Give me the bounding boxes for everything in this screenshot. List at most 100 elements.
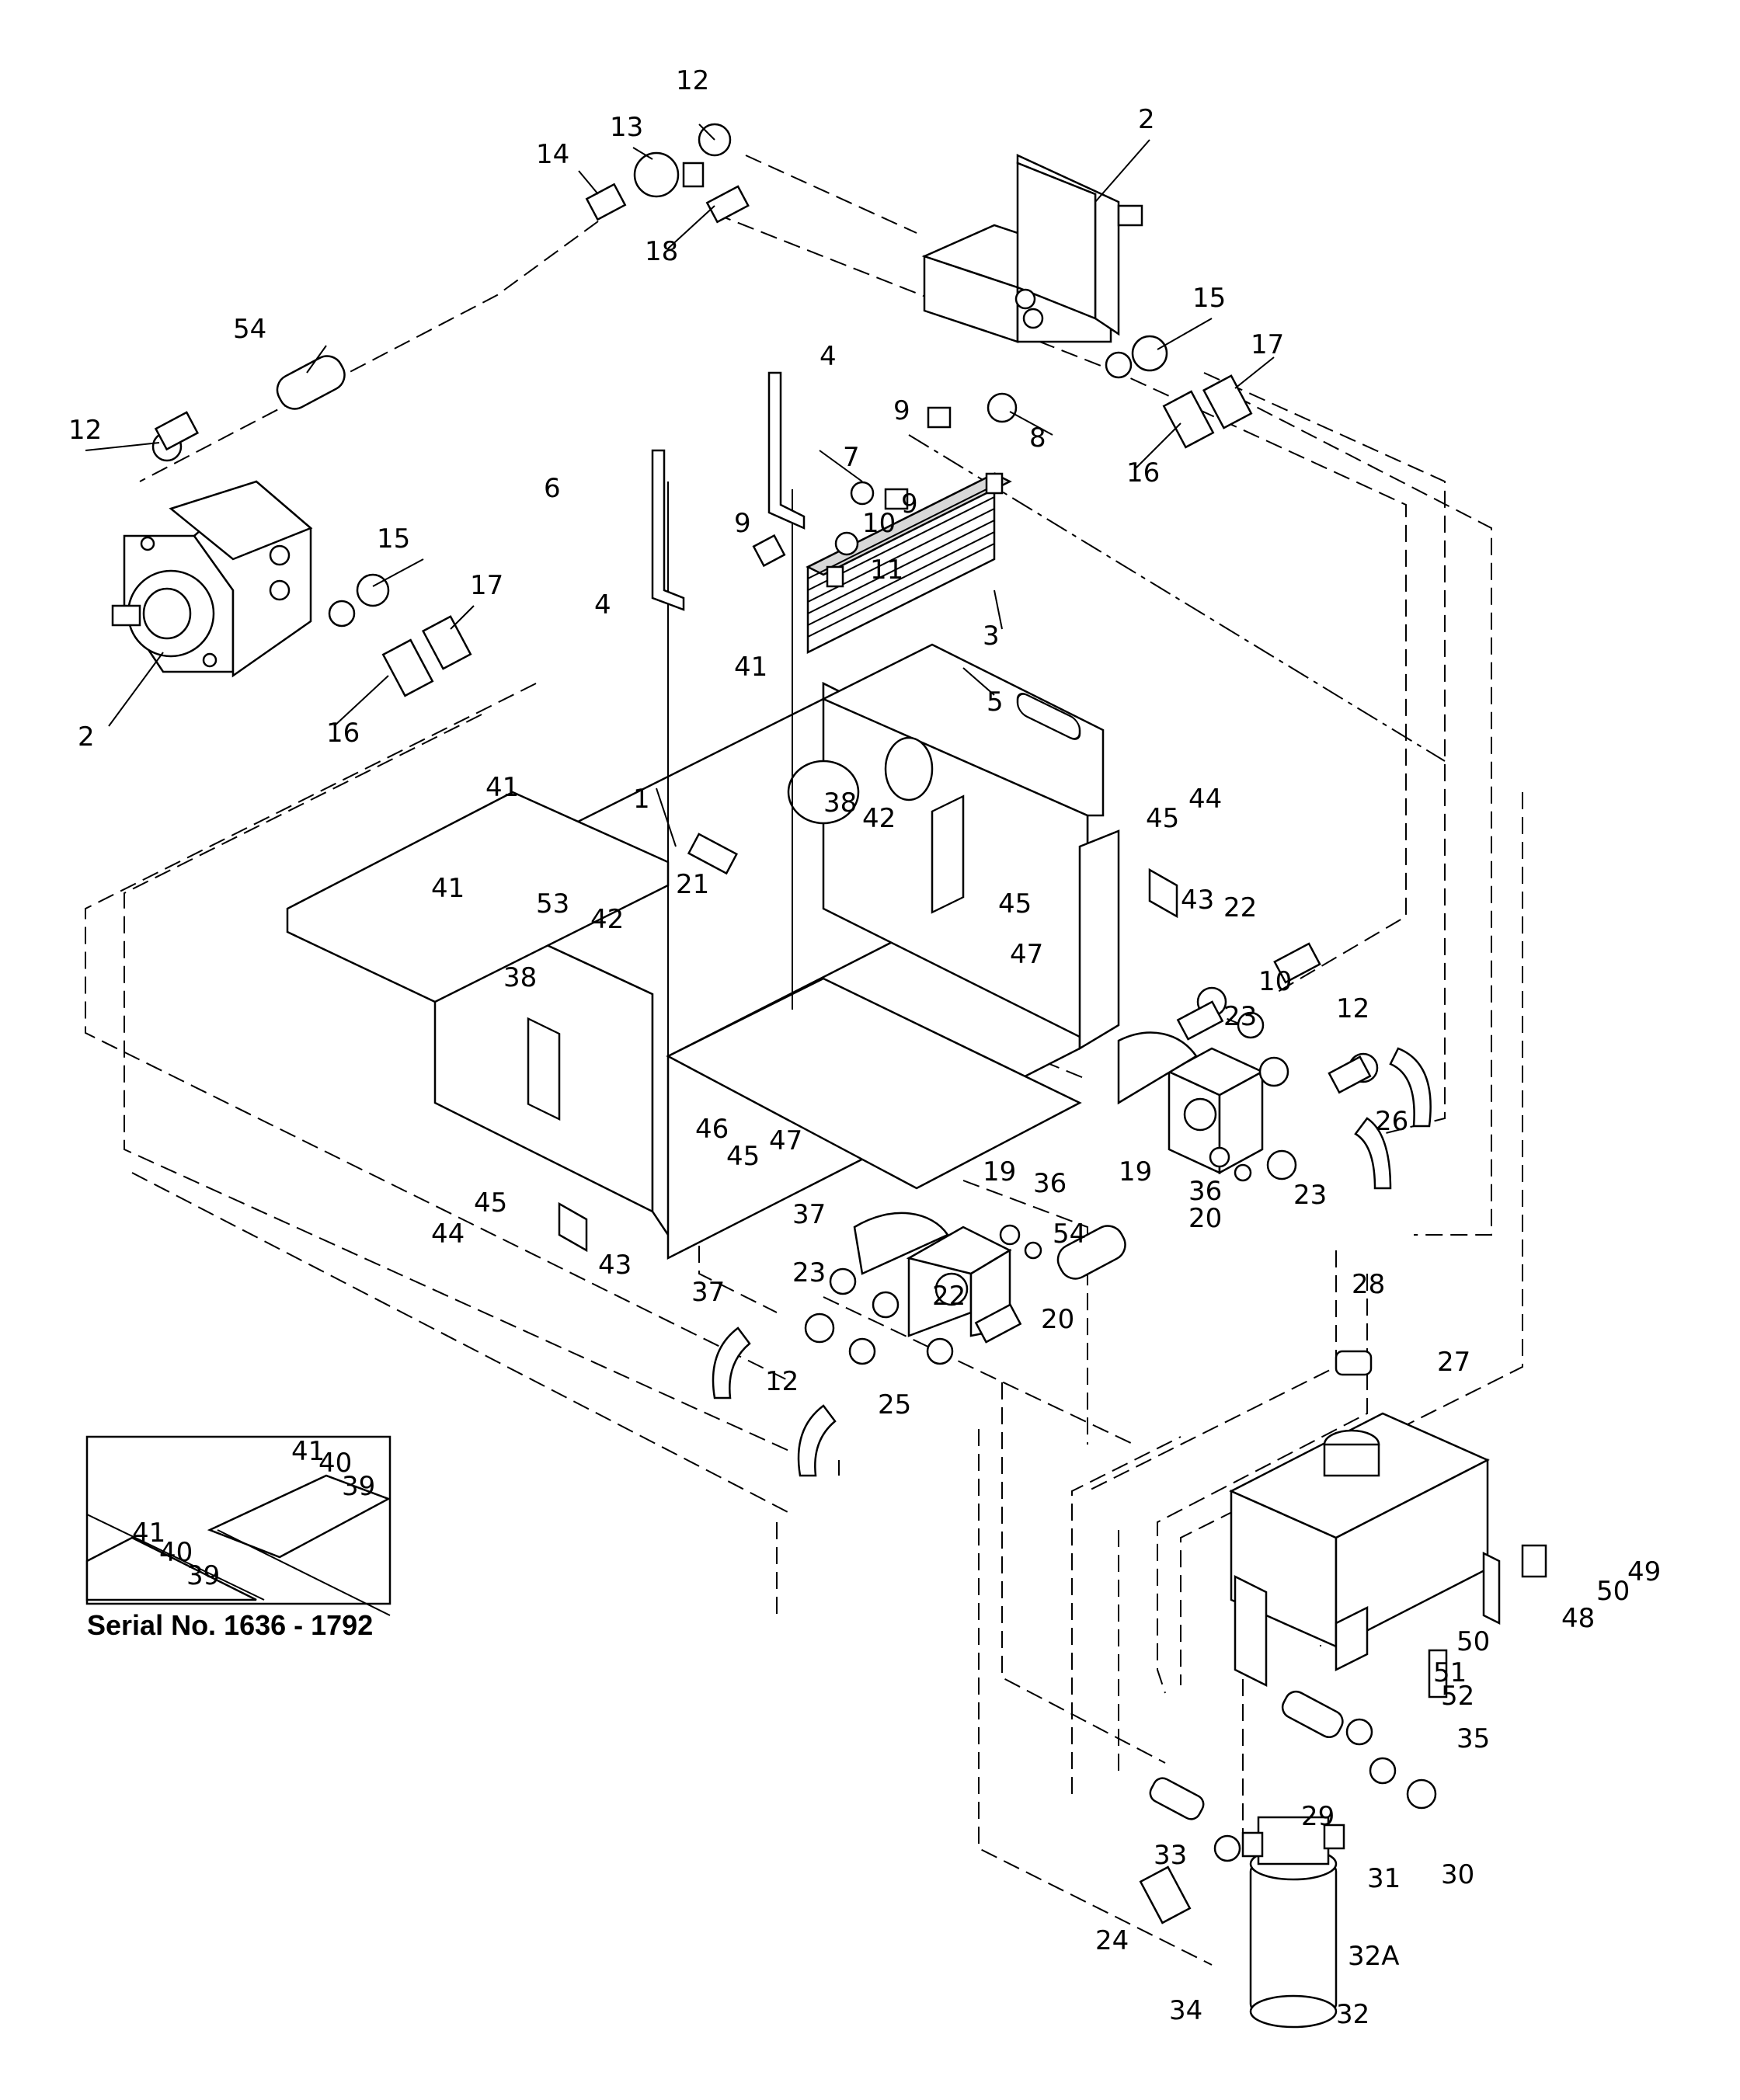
inset-callout: 40 <box>318 1448 352 1479</box>
callout: 41 <box>734 652 767 683</box>
fittings <box>151 123 1432 1477</box>
callout: 18 <box>645 236 678 267</box>
callout: 10 <box>1258 966 1292 997</box>
callout: 24 <box>1095 1925 1129 1956</box>
mounting-brackets <box>651 371 806 611</box>
callout: 46 <box>695 1114 729 1145</box>
callout: 47 <box>1010 939 1043 970</box>
callout: 32A <box>1348 1941 1400 1972</box>
callout: 45 <box>474 1187 507 1219</box>
callout: 41 <box>431 873 465 904</box>
callout: 54 <box>1053 1219 1086 1250</box>
inset-callout: 41 <box>291 1436 325 1467</box>
callout: 42 <box>590 904 624 935</box>
leader-lines <box>85 123 1275 847</box>
callout: 36 <box>1033 1168 1067 1199</box>
callout: 45 <box>726 1141 760 1172</box>
callout: 44 <box>431 1219 465 1250</box>
callout: 49 <box>1627 1556 1661 1587</box>
callout: 15 <box>1192 283 1226 314</box>
callout: 29 <box>1301 1801 1335 1832</box>
drain-line <box>908 434 1446 762</box>
callout: 41 <box>485 772 519 803</box>
callout: 11 <box>870 555 903 586</box>
callout: 5 <box>987 687 1004 718</box>
inset-callout: 39 <box>186 1560 220 1591</box>
tank-fittings <box>1139 1649 1448 1924</box>
callout: 45 <box>1146 803 1179 834</box>
callout: 30 <box>1441 1859 1474 1890</box>
callout: 25 <box>878 1389 911 1420</box>
inset-callout: 41 <box>132 1518 165 1549</box>
callout: 44 <box>1188 784 1222 815</box>
callout: 53 <box>536 888 569 920</box>
callout: 4 <box>820 341 837 372</box>
callout: 21 <box>676 869 709 900</box>
hydraulic-tank <box>1229 1350 1547 1688</box>
callout: 47 <box>769 1125 802 1156</box>
callout: 37 <box>691 1277 725 1308</box>
callout: 37 <box>792 1199 826 1230</box>
callout: 2 <box>1138 104 1155 135</box>
serial-inset <box>85 1435 392 1616</box>
callout: 16 <box>326 718 360 749</box>
callout: 26 <box>1375 1106 1408 1137</box>
hydraulic-motor-left <box>111 480 313 678</box>
callout: 50 <box>1456 1626 1490 1657</box>
inset-callout: 39 <box>342 1471 375 1502</box>
callout: 38 <box>823 788 857 819</box>
callout: 34 <box>1169 1995 1202 2026</box>
callout: 31 <box>1367 1863 1401 1894</box>
callout: 4 <box>594 589 611 621</box>
callout: 43 <box>598 1250 632 1281</box>
callout: 23 <box>1293 1180 1327 1211</box>
callout: 15 <box>377 523 410 555</box>
callout: 1 <box>633 784 650 815</box>
callout: 28 <box>1352 1269 1385 1300</box>
return-filter <box>1241 1816 1345 2029</box>
callout: 20 <box>1188 1203 1222 1234</box>
callout: 13 <box>610 112 643 143</box>
callout: 3 <box>983 621 1000 652</box>
callout: 7 <box>843 442 860 473</box>
callout: 52 <box>1441 1681 1474 1712</box>
callout: 20 <box>1041 1304 1074 1335</box>
callout: 36 <box>1188 1176 1222 1207</box>
callout: 2 <box>78 721 95 753</box>
callout: 23 <box>1223 1001 1257 1032</box>
callout: 9 <box>901 488 918 520</box>
callout: 14 <box>536 139 569 170</box>
hydraulic-motor-right <box>921 154 1143 343</box>
callout: 17 <box>1251 329 1284 360</box>
callout: 12 <box>765 1366 799 1397</box>
callout: 22 <box>1223 892 1257 923</box>
callout: 38 <box>503 962 537 993</box>
callout: 10 <box>862 508 896 539</box>
callout: 51 <box>1433 1657 1467 1688</box>
callout: 42 <box>862 803 896 834</box>
callout: 9 <box>734 508 751 539</box>
callout: 45 <box>998 888 1032 920</box>
callout: 23 <box>792 1257 826 1288</box>
inset-caption: Serial No. 1636 - 1792 <box>87 1609 373 1641</box>
callout: 27 <box>1437 1347 1470 1378</box>
oil-cooler <box>806 471 1012 655</box>
callout: 9 <box>893 395 910 426</box>
callout: 35 <box>1456 1723 1490 1754</box>
callout: 16 <box>1126 457 1160 488</box>
callout: 17 <box>470 570 503 601</box>
callout: 12 <box>1336 993 1369 1024</box>
callout: 33 <box>1154 1840 1187 1871</box>
callout: 19 <box>1119 1156 1152 1187</box>
callout: 8 <box>1029 422 1046 454</box>
callout: 19 <box>983 1156 1016 1187</box>
callout: 54 <box>233 314 266 345</box>
callout: 22 <box>932 1281 966 1312</box>
callout: 12 <box>68 415 102 446</box>
inset-callout: 40 <box>159 1537 193 1568</box>
callout: 32 <box>1336 1999 1369 2030</box>
callout: 50 <box>1596 1576 1630 1607</box>
callout: 43 <box>1181 885 1214 916</box>
callout: 12 <box>676 65 709 96</box>
